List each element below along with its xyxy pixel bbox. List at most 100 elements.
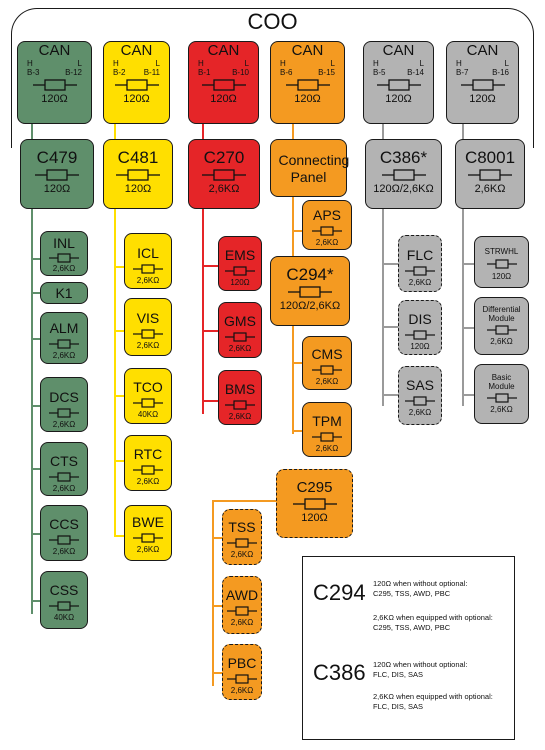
node-box: CSS 40KΩ: [40, 571, 88, 629]
resistor-icon: [201, 79, 246, 91]
resistor-icon: [225, 332, 255, 342]
resistor-icon: [114, 79, 159, 91]
grey-c8001-trunk-line: [462, 124, 464, 406]
yellow-branch-line: [114, 395, 124, 397]
resistor-icon: [133, 329, 163, 339]
resistor-icon: [35, 169, 79, 181]
legend-c294-with: 2,6KΩ when equipped with optional: C295,…: [373, 613, 493, 632]
resistor-icon: [486, 325, 517, 335]
yellow-branch-line: [114, 535, 124, 537]
node-box: FLC 2,6KΩ: [398, 235, 442, 292]
resistor-icon: [460, 79, 505, 91]
legend-c294-code: C294: [313, 580, 366, 605]
green-branch-line: [31, 338, 41, 340]
resistor-icon: [49, 601, 79, 611]
resistor-icon: [133, 398, 163, 408]
legend-c386-without: 120Ω when without optional: FLC, DIS, SA…: [373, 660, 468, 679]
grey-branch-line: [382, 394, 398, 396]
resistor-icon: [292, 498, 337, 510]
orange-branch-line: [212, 500, 278, 502]
coo-frame: [11, 8, 534, 148]
resistor-icon: [49, 253, 79, 263]
grey-branch-line: [462, 394, 474, 396]
resistor-icon: [468, 169, 512, 181]
node-box: TPM 2,6KΩ: [302, 402, 352, 457]
green-branch-line: [31, 258, 41, 260]
node-box: DIS 120Ω: [398, 300, 442, 355]
resistor-icon: [133, 264, 163, 274]
resistor-icon: [49, 408, 79, 418]
yellow-branch-line: [114, 460, 124, 462]
orange-branch-line: [212, 605, 222, 607]
resistor-icon: [312, 365, 342, 375]
green-branch-line: [31, 468, 41, 470]
green-branch-line: [31, 600, 41, 602]
resistor-icon: [227, 538, 257, 548]
grey-branch-line: [382, 326, 398, 328]
orange-branch-line: [212, 672, 222, 674]
orange-branch-line: [212, 537, 222, 539]
node-box: AWD 2,6KΩ: [222, 576, 262, 634]
controller-box: C294* 120Ω/2,6KΩ: [270, 256, 350, 326]
yellow-branch-line: [114, 266, 124, 268]
node-box: CTS 2,6KΩ: [40, 442, 88, 496]
red-branch-line: [202, 400, 218, 402]
resistor-icon: [225, 266, 255, 276]
resistor-icon: [405, 266, 435, 276]
resistor-icon: [116, 169, 160, 181]
coo-title: COO: [247, 9, 298, 34]
node-box: STRWHL 120Ω: [474, 236, 529, 288]
green-branch-line: [31, 405, 41, 407]
node-box: INL 2,6KΩ: [40, 231, 88, 276]
node-box: TCO 40KΩ: [124, 368, 172, 424]
resistor-icon: [288, 286, 332, 298]
red-branch-line: [202, 265, 218, 267]
resistor-icon: [381, 169, 426, 181]
legend-c386-code: C386: [313, 660, 366, 685]
node-box: DCS 2,6KΩ: [40, 377, 88, 432]
node-box: ALM 2,6KΩ: [40, 312, 88, 364]
resistor-icon: [49, 339, 79, 349]
resistor-icon: [486, 259, 517, 269]
node-box: Basic Module 2,6KΩ: [474, 364, 529, 424]
red-branch-line: [202, 330, 218, 332]
resistor-icon: [49, 472, 79, 482]
node-box: ICL 2,6KΩ: [124, 233, 172, 289]
controller-box: C270 2,6KΩ: [188, 139, 260, 209]
legend-c294-without: 120Ω when without optional: C295, TSS, A…: [373, 579, 468, 598]
grey-branch-line: [462, 263, 474, 265]
legend-box: C294 120Ω when without optional: C295, T…: [302, 556, 515, 740]
grey-branch-line: [382, 263, 398, 265]
grey-branch-line: [462, 327, 474, 329]
node-box: TSS 2,6KΩ: [222, 509, 262, 565]
controller-box: C481 120Ω: [103, 139, 173, 209]
node-box: K1: [40, 282, 88, 304]
orange-branch-line: [292, 430, 302, 432]
green-trunk-line: [31, 124, 33, 614]
controller-box: C386* 120Ω/2,6KΩ: [365, 139, 442, 209]
node-box: VIS 2,6KΩ: [124, 298, 172, 356]
resistor-icon: [405, 330, 435, 340]
green-branch-line: [31, 533, 41, 535]
resistor-icon: [202, 169, 246, 181]
node-box: CCS 2,6KΩ: [40, 505, 88, 561]
resistor-icon: [49, 535, 79, 545]
yellow-branch-line: [114, 330, 124, 332]
node-box: PBC 2,6KΩ: [222, 644, 262, 700]
resistor-icon: [133, 533, 163, 543]
node-box: RTC 2,6KΩ: [124, 435, 172, 491]
orange-branch-line: [292, 230, 302, 232]
legend-c386-with: 2,6KΩ when equipped with optional: FLC, …: [373, 692, 493, 711]
resistor-icon: [405, 396, 435, 406]
node-box: APS 2,6KΩ: [302, 200, 352, 250]
node-box: BMS 2,6KΩ: [218, 370, 262, 425]
node-box: Differential Module 2,6KΩ: [474, 297, 529, 355]
node-box: SAS 2,6KΩ: [398, 366, 442, 425]
node-box: GMS 2,6KΩ: [218, 302, 262, 358]
node-box: EMS 120Ω: [218, 236, 262, 291]
